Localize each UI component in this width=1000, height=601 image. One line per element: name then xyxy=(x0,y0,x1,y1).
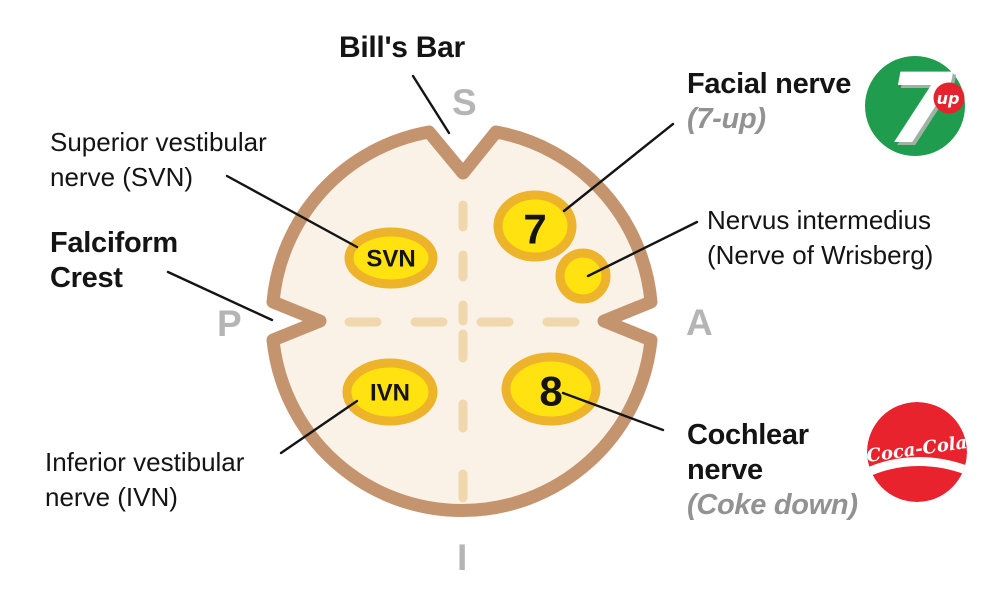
label-line: (Nerve of Wrisberg) xyxy=(707,240,934,270)
superior-vestibular-label: Superior vestibular nerve (SVN) xyxy=(50,125,267,195)
sevenup-logo: 7 7 up xyxy=(865,53,965,168)
falciform-connector xyxy=(166,270,274,322)
ivn-oval xyxy=(342,358,438,426)
facial-digit-label: 7 xyxy=(523,206,546,253)
svn-oval-label: SVN xyxy=(366,246,415,273)
sevenup-logo-circle xyxy=(865,56,965,156)
label-line: nerve (IVN) xyxy=(45,482,178,512)
label-line: Facial nerve xyxy=(687,68,852,100)
svn-connector xyxy=(225,174,359,249)
svn-oval xyxy=(344,227,438,289)
cochlear-nerve-label: Cochlear nerve (Coke down) xyxy=(687,418,858,523)
label-line: Cochlear xyxy=(687,419,809,451)
orientation-superior: S xyxy=(452,82,477,123)
coke-wave xyxy=(867,457,967,481)
label-line: Inferior vestibular xyxy=(45,447,245,477)
cochlear-mnemonic: (Coke down) xyxy=(687,489,858,521)
cochlear-connector xyxy=(561,391,665,432)
sevenup-badge xyxy=(933,82,965,114)
label-line: Nervus intermedius xyxy=(707,205,931,235)
facial-mnemonic: (7-up) xyxy=(687,103,766,135)
inferior-vestibular-label: Inferior vestibular nerve (IVN) xyxy=(45,445,244,515)
ivn-oval-label: IVN xyxy=(370,380,410,407)
facial-connector xyxy=(562,122,675,213)
label-line: Crest xyxy=(50,262,123,294)
orientation-posterior: P xyxy=(217,303,242,344)
ivn-connector xyxy=(279,399,359,455)
label-line: Superior vestibular xyxy=(50,127,267,157)
nervus-intermedius-oval xyxy=(555,248,611,304)
orientation-inferior: I xyxy=(457,537,468,578)
nervus-connector xyxy=(586,220,699,278)
label-line: Falciform xyxy=(50,227,178,259)
label-line: nerve xyxy=(687,454,763,486)
bills-bar-connector xyxy=(411,74,451,135)
nervus-intermedius-label: Nervus intermedius (Nerve of Wrisberg) xyxy=(707,203,933,273)
label-line: nerve (SVN) xyxy=(50,162,194,192)
coke-logo: Coca-Cola xyxy=(867,402,967,502)
coke-logo-circle xyxy=(867,402,967,502)
cochlear-digit-label: 8 xyxy=(539,368,562,415)
falciform-crest-label: Falciform Crest xyxy=(50,226,178,296)
cochlear-nerve-oval xyxy=(501,352,601,426)
facial-nerve-oval xyxy=(493,190,577,262)
bills-bar-label: Bill's Bar xyxy=(339,31,465,64)
facial-nerve-label: Facial nerve (7-up) xyxy=(687,67,851,137)
orientation-anterior: A xyxy=(686,302,713,343)
sevenup-up: up xyxy=(937,89,960,108)
